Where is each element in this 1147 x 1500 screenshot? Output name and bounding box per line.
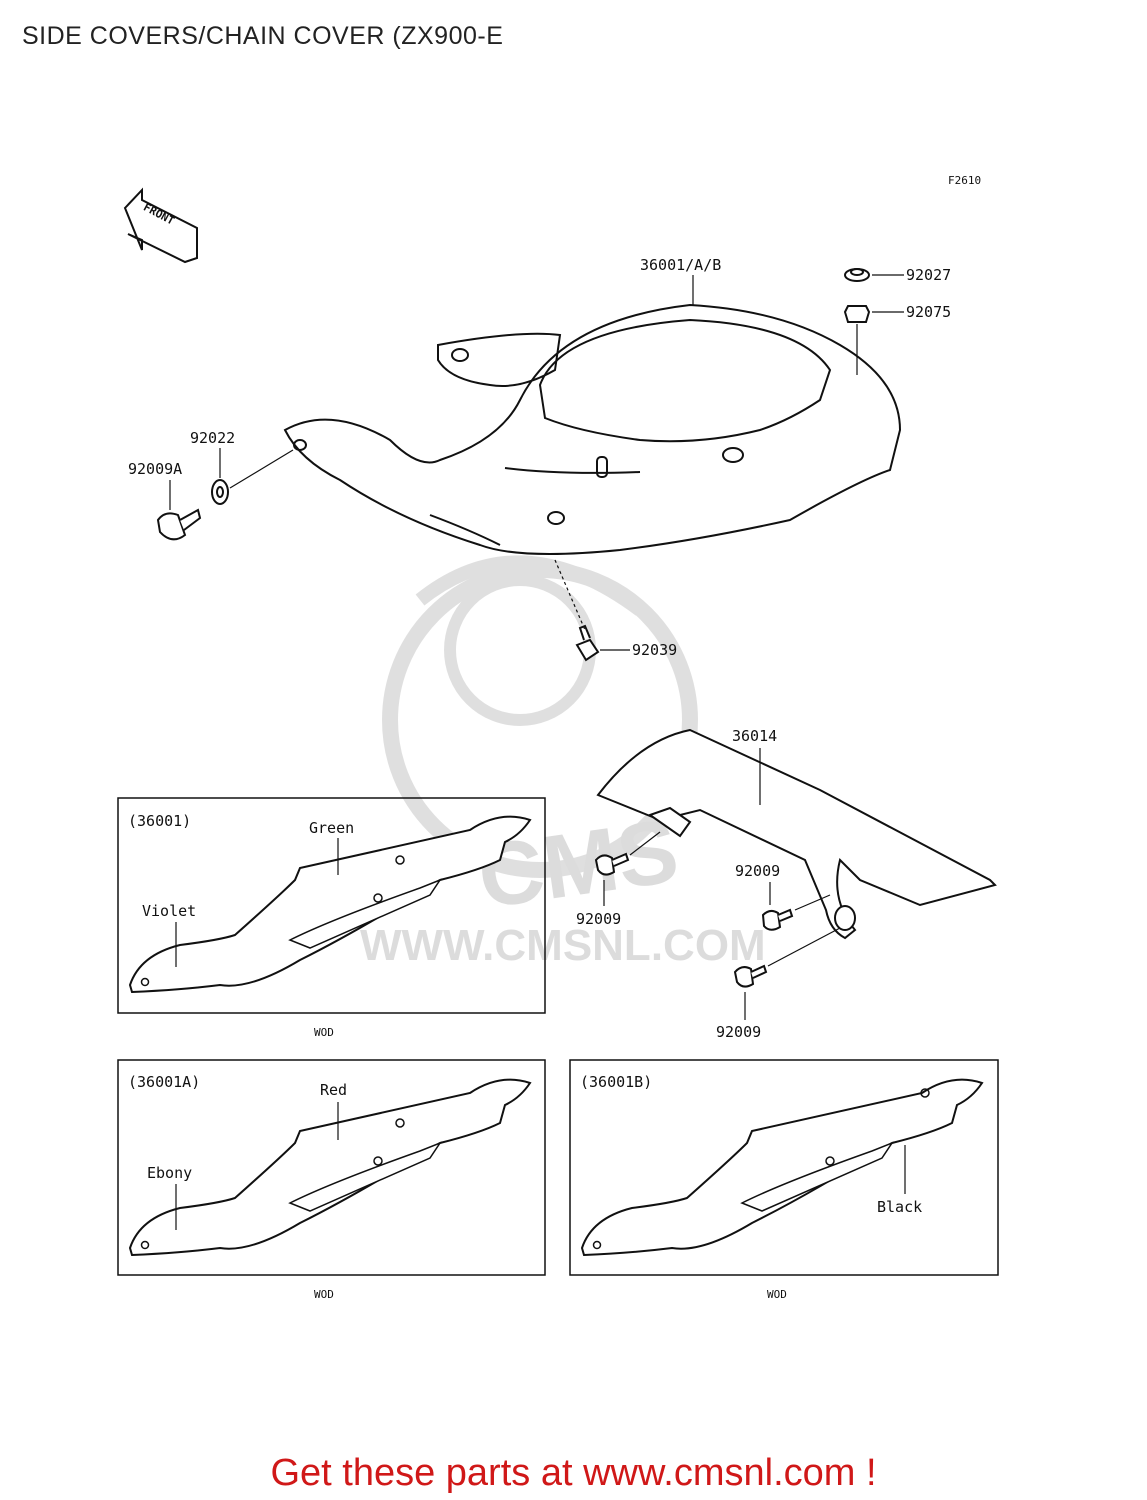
inset-36001-code: (36001) <box>128 812 191 830</box>
label-92009-a: 92009 <box>576 910 621 928</box>
bolt-92009-c <box>733 964 768 988</box>
promo-banner[interactable]: Get these parts at www.cmsnl.com ! <box>270 1452 877 1494</box>
washer-92022 <box>211 479 229 505</box>
damper-92075 <box>843 305 871 323</box>
label-36001AB: 36001/A/B <box>640 256 721 274</box>
seat-cover-36001 <box>283 303 902 555</box>
inset-36001A-code: (36001A) <box>128 1073 200 1091</box>
label-92009-b: 92009 <box>735 862 780 880</box>
figure-code: F2610 <box>948 174 981 187</box>
front-arrow-icon: FRONT <box>123 187 198 264</box>
inset-36001A: (36001A) Red Ebony WOD <box>117 1059 546 1301</box>
inset-36001A-color-bottom: Ebony <box>147 1164 192 1182</box>
chain-cover-36014 <box>596 728 997 940</box>
clip-92039 <box>575 624 600 662</box>
inset-36001B-footer: WOD <box>767 1288 787 1301</box>
inset-36001-color-bottom: Violet <box>142 902 196 920</box>
page-title: SIDE COVERS/CHAIN COVER (ZX900-E <box>22 22 504 50</box>
inset-36001B-code: (36001B) <box>580 1073 652 1091</box>
label-92009A: 92009A <box>128 460 182 478</box>
bolt-92009A <box>156 508 202 541</box>
grommet-92027 <box>844 268 870 282</box>
inset-36001A-color-top: Red <box>320 1081 347 1099</box>
cmsnl-watermark: CMS WWW.CMSNL.COM <box>360 555 766 970</box>
inset-36001A-footer: WOD <box>314 1288 334 1301</box>
inset-36001: (36001) Green Violet WOD <box>117 797 546 1039</box>
inset-36001B-color-bottom: Black <box>877 1198 922 1216</box>
inset-36001B: (36001B) Black WOD <box>569 1059 999 1301</box>
watermark-url: WWW.CMSNL.COM <box>360 921 766 970</box>
inset-36001-color-top: Green <box>309 819 354 837</box>
label-92039: 92039 <box>632 641 677 659</box>
label-92022: 92022 <box>190 429 235 447</box>
bolt-92009-a <box>594 852 630 876</box>
label-92009-c: 92009 <box>716 1023 761 1041</box>
bolt-92009-b <box>761 908 794 931</box>
label-36014: 36014 <box>732 727 777 745</box>
label-92075: 92075 <box>906 303 951 321</box>
label-92027: 92027 <box>906 266 951 284</box>
inset-36001-footer: WOD <box>314 1026 334 1039</box>
